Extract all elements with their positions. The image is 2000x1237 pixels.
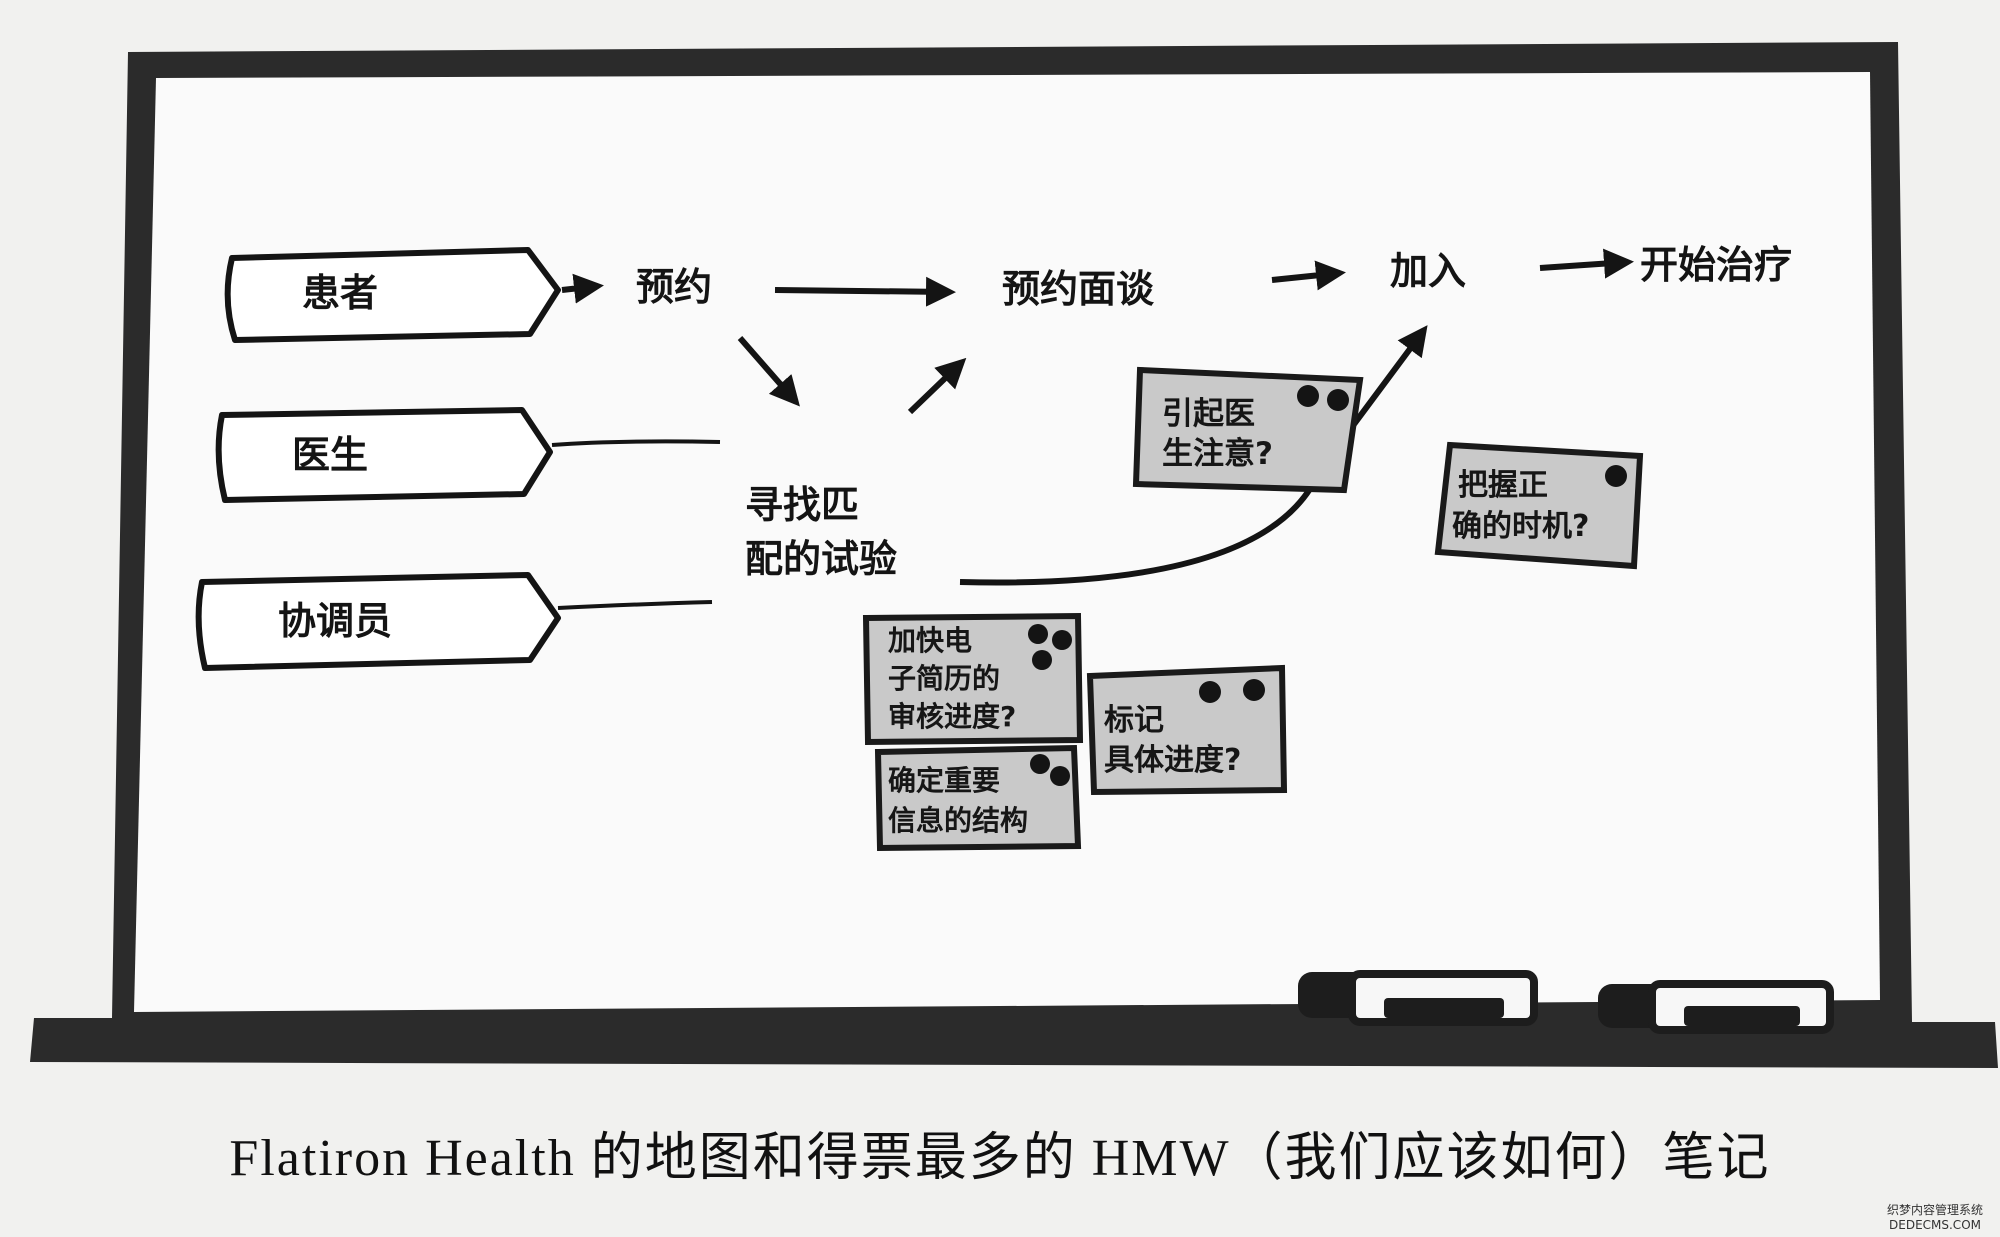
watermark-line: DEDECMS.COM	[1889, 1218, 1981, 1232]
marker-pen-left	[1298, 970, 1538, 1026]
note-line: 把握正	[1458, 468, 1548, 503]
branch-step-line: 配的试验	[745, 537, 897, 581]
role-tag-patient: 患者	[224, 247, 561, 343]
note-line: 加快电	[888, 624, 972, 657]
flow-arrow	[561, 273, 604, 304]
note-line: 引起医	[1162, 396, 1255, 432]
role-label: 患者	[302, 271, 378, 315]
whiteboard-surface	[134, 72, 1880, 1012]
watermark: 织梦内容管理系统 DEDECMS.COM	[1880, 1203, 1990, 1233]
connector-line	[551, 439, 721, 447]
flow-arrow	[774, 276, 956, 307]
marker-pen-right	[1598, 980, 1834, 1034]
role-label: 协调员	[278, 599, 392, 643]
watermark-line: 织梦内容管理系统	[1886, 1203, 1983, 1217]
flow-arrow	[737, 336, 800, 407]
role-tag-doctor: 医生	[215, 407, 553, 503]
flow-step: 开始治疗	[1640, 243, 1792, 287]
flow-arrow	[1539, 248, 1634, 279]
note-line: 审核进度?	[888, 700, 1016, 733]
hmw-note-record-review: 加快电 子简历的 审核进度?	[862, 612, 1084, 746]
hmw-note-doctor-attention: 引起医 生注意?	[1132, 366, 1364, 494]
flow-arrow	[1271, 260, 1346, 291]
note-line: 生注意?	[1162, 436, 1273, 472]
hmw-note-right-timing: 把握正 确的时机?	[1434, 441, 1644, 570]
figure-caption: Flatiron Health 的地图和得票最多的 HMW（我们应该如何）笔记	[229, 1130, 1771, 1187]
flow-arrow	[907, 357, 967, 415]
note-line: 信息的结构	[888, 804, 1028, 837]
role-label: 医生	[292, 433, 368, 477]
hmw-note-info-structure: 确定重要 信息的结构	[874, 744, 1082, 852]
note-line: 子简历的	[888, 662, 1000, 695]
connector-line	[557, 600, 713, 610]
branch-step-line: 寻找匹	[745, 483, 859, 527]
role-tag-coordinator: 协调员	[195, 572, 561, 671]
flow-step: 预约面谈	[1002, 267, 1155, 311]
note-line: 确定重要	[888, 764, 1000, 797]
note-line: 确的时机?	[1452, 509, 1589, 544]
note-line: 标记	[1104, 703, 1164, 738]
flow-step: 预约	[636, 265, 712, 309]
note-line: 具体进度?	[1104, 743, 1241, 778]
hmw-note-mark-progress: 标记 具体进度?	[1086, 664, 1288, 796]
flow-step: 加入	[1390, 249, 1466, 293]
